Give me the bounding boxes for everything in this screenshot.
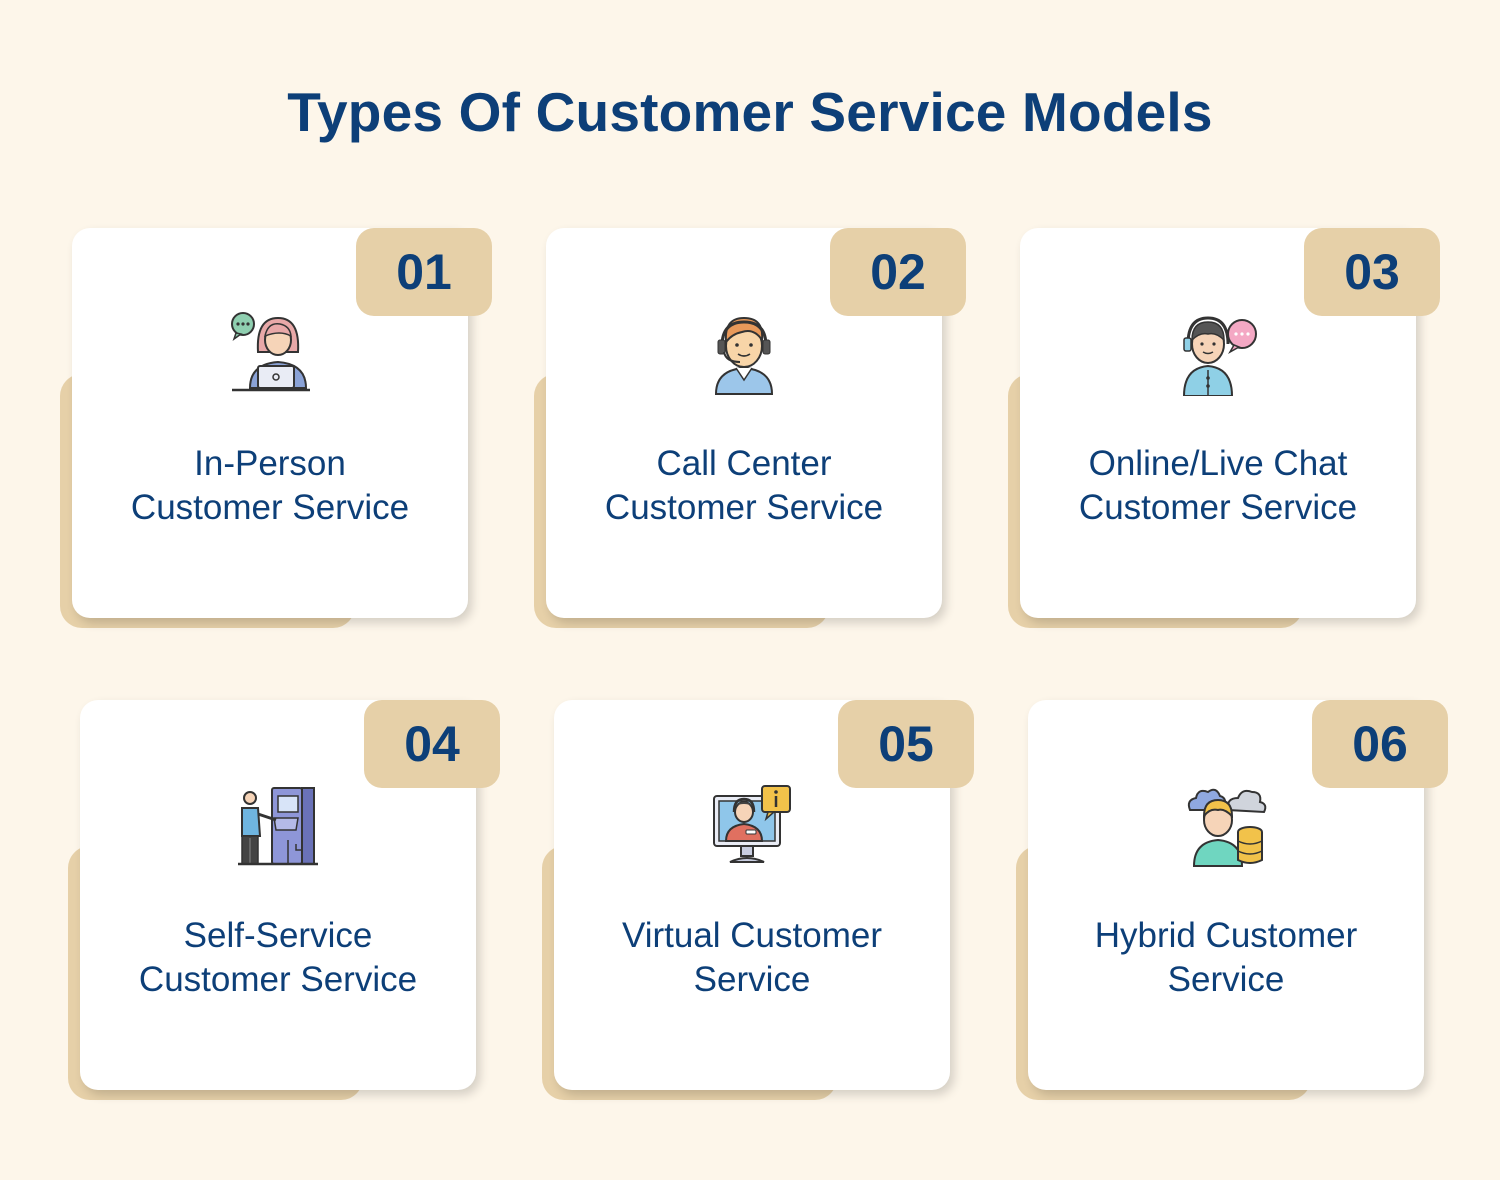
card-number-badge: 01 xyxy=(356,228,492,316)
card-label-line1: Online/Live Chat xyxy=(1088,444,1348,483)
card-body: 03 Online/Live Chat Customer Service xyxy=(1020,228,1440,618)
service-card-self-service: 04 Self-Service Customer Service xyxy=(68,700,500,1100)
card-body: 06 Hybrid Customer Service xyxy=(1028,700,1448,1090)
card-label-line2: Customer Service xyxy=(604,488,884,527)
card-label-line2: Customer Service xyxy=(138,960,418,999)
in-person-agent-icon xyxy=(228,312,312,396)
service-card-in-person: 01 In-Person Customer Service xyxy=(60,228,492,628)
card-label: Self-Service Customer Service xyxy=(90,914,466,1002)
card-label-line1: Hybrid Customer xyxy=(1094,916,1358,955)
self-service-kiosk-icon xyxy=(236,784,320,868)
card-label-line1: In-Person xyxy=(194,444,346,483)
card-number-badge: 05 xyxy=(838,700,974,788)
card-label-line1: Self-Service xyxy=(183,916,373,955)
card-number-badge: 02 xyxy=(830,228,966,316)
card-label: Call Center Customer Service xyxy=(556,442,932,530)
card-number-badge: 03 xyxy=(1304,228,1440,316)
virtual-agent-monitor-icon xyxy=(710,784,794,868)
card-body: 02 Call Center Customer Service xyxy=(546,228,966,618)
card-label-line2: Customer Service xyxy=(1078,488,1358,527)
card-label: Virtual Customer Service xyxy=(564,914,940,1002)
card-body: 01 In-Person Customer Service xyxy=(72,228,492,618)
card-label: Hybrid Customer Service xyxy=(1038,914,1414,1002)
card-label-line2: Service xyxy=(1167,960,1285,999)
card-body: 05 Virtual Customer Service xyxy=(554,700,974,1090)
card-body: 04 Self-Service Customer Service xyxy=(80,700,500,1090)
service-card-call-center: 02 Call Center Customer Service xyxy=(534,228,966,628)
card-label-line1: Virtual Customer xyxy=(621,916,882,955)
card-label-line2: Service xyxy=(693,960,811,999)
page-title: Types Of Customer Service Models xyxy=(287,81,1213,143)
card-label: In-Person Customer Service xyxy=(82,442,458,530)
card-number-badge: 04 xyxy=(364,700,500,788)
hybrid-cloud-database-icon xyxy=(1184,784,1268,868)
card-label-line2: Customer Service xyxy=(130,488,410,527)
card-label-line1: Call Center xyxy=(656,444,832,483)
card-label: Online/Live Chat Customer Service xyxy=(1030,442,1406,530)
service-card-virtual: 05 Virtual Customer Service xyxy=(542,700,974,1100)
call-center-agent-icon xyxy=(702,312,786,396)
service-card-live-chat: 03 Online/Live Chat Customer Service xyxy=(1008,228,1440,628)
live-chat-agent-icon xyxy=(1176,312,1260,396)
card-number-badge: 06 xyxy=(1312,700,1448,788)
service-card-hybrid: 06 Hybrid Customer Service xyxy=(1016,700,1448,1100)
